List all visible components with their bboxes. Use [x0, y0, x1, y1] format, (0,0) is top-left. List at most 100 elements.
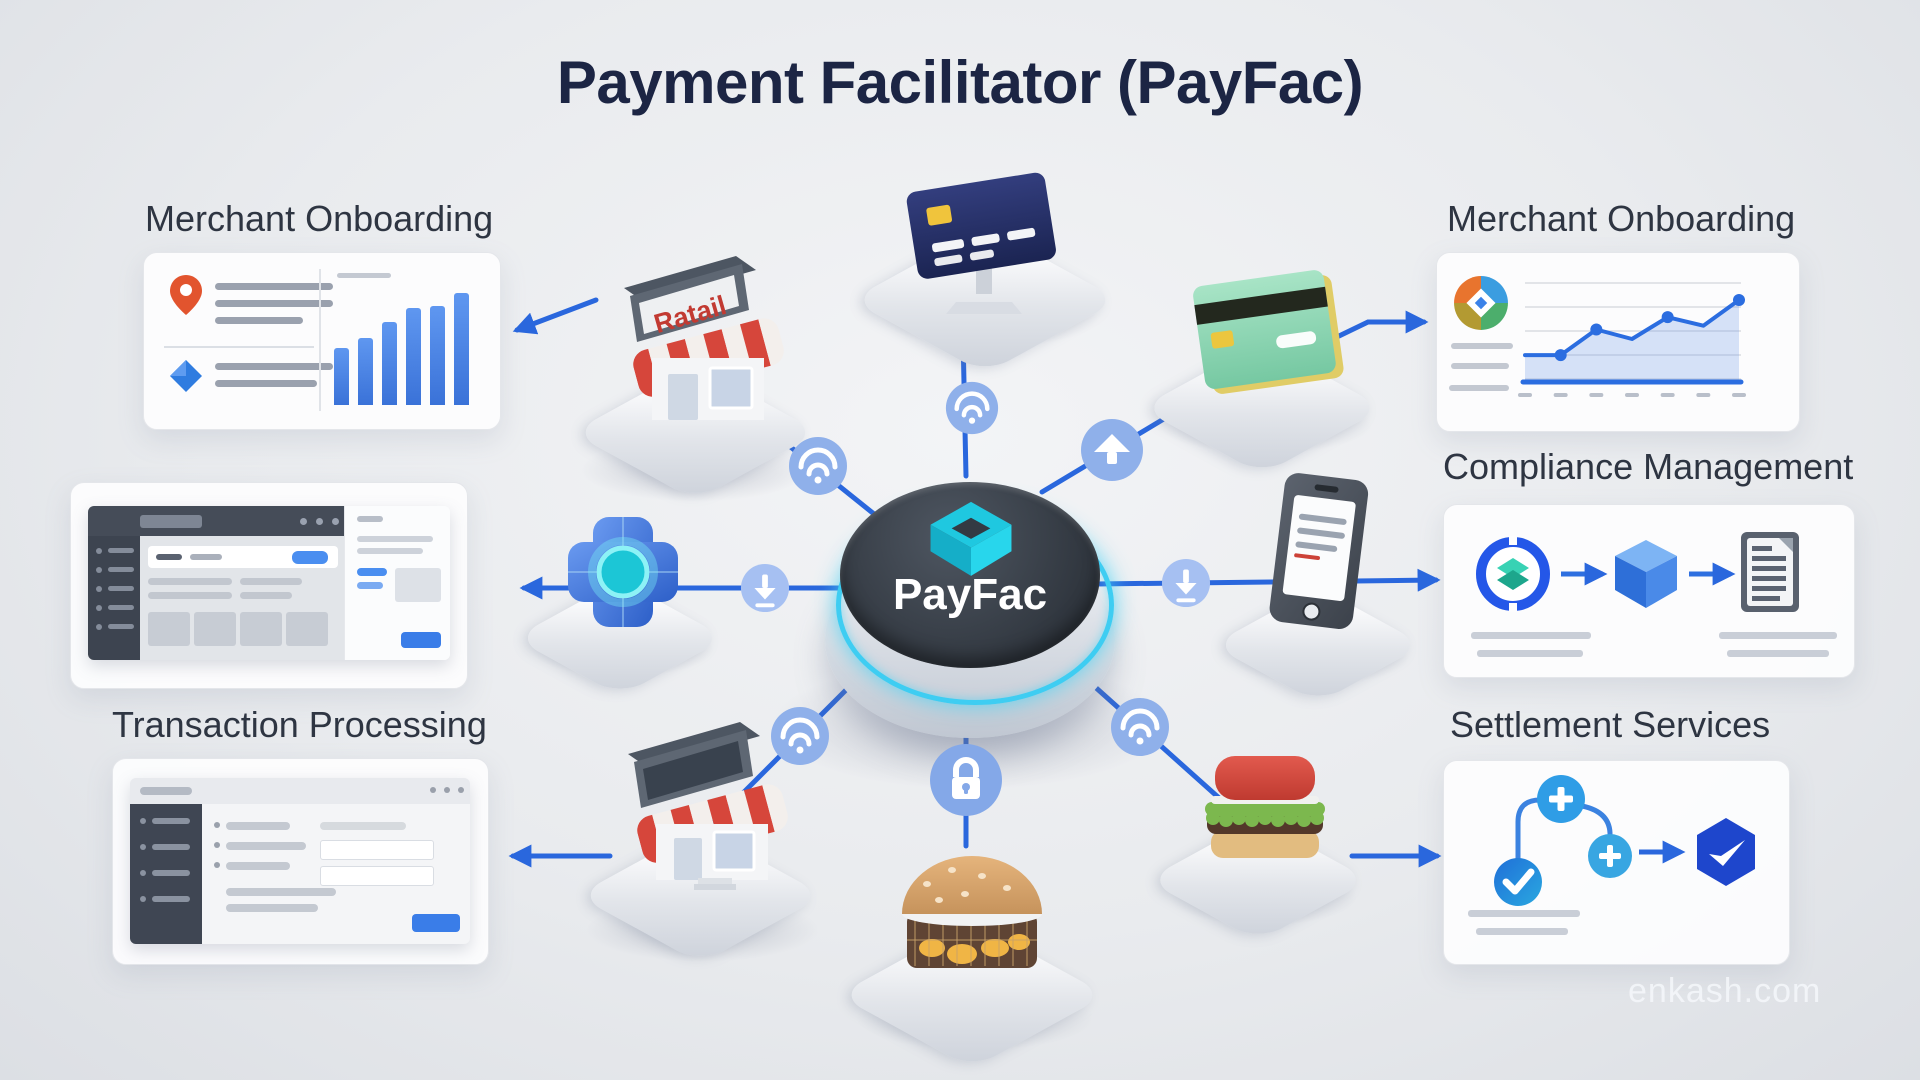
mockup-sidebar: [130, 804, 202, 944]
smartphone-icon: [1269, 473, 1369, 630]
download-icon: [1161, 558, 1211, 608]
layers-check-icon: [1497, 558, 1529, 578]
text-line: [215, 300, 333, 307]
upload-icon: [1081, 419, 1143, 481]
flow-curve: [1581, 803, 1613, 837]
compliance-flow: [1471, 532, 1837, 657]
lock-icon: [930, 744, 1002, 816]
wifi-icon: [789, 437, 847, 495]
caption-line: [1449, 385, 1509, 391]
row-line: [148, 578, 232, 585]
window-dot: [430, 787, 436, 793]
bullet-dot: [214, 842, 220, 848]
caption-line: [1476, 928, 1568, 935]
window-dot: [300, 518, 307, 525]
mockup-main: [140, 536, 344, 660]
window-dot: [316, 518, 323, 525]
text-line: [215, 363, 333, 370]
sidebar-dot: [96, 567, 102, 573]
sidebar-line: [152, 896, 190, 902]
bar: [382, 322, 397, 405]
caption-line: [1471, 632, 1591, 639]
flow-curve: [1515, 797, 1541, 864]
toggle-pill: [292, 551, 328, 564]
mockup-tab: [140, 515, 202, 528]
burger-kiosk-icon: [902, 856, 1042, 968]
bar: [334, 348, 349, 405]
caption-line: [1451, 363, 1509, 369]
panel-button: [401, 632, 441, 648]
bar: [454, 292, 469, 405]
panel-box: [395, 568, 441, 602]
topbar-line: [140, 787, 192, 795]
tile: [148, 612, 190, 646]
burger-icon: [1205, 756, 1325, 858]
sidebar-dot: [140, 870, 146, 876]
cube-icon: [1615, 540, 1677, 608]
sidebar-dot: [140, 818, 146, 824]
download-icon: [740, 563, 790, 613]
text-line: [215, 283, 333, 290]
line-chart: [1518, 282, 1746, 397]
sidebar-line: [152, 870, 190, 876]
text-line: [215, 380, 317, 387]
row-line: [240, 592, 292, 599]
layers-diamond-icon: [170, 360, 202, 392]
bar: [358, 337, 373, 405]
credit-card-display-icon: [906, 172, 1056, 314]
bullet-dot: [214, 822, 220, 828]
text-line: [215, 317, 303, 324]
row-line: [226, 888, 336, 896]
tile: [240, 612, 282, 646]
sidebar-line: [108, 624, 134, 629]
location-pin-icon: [170, 275, 202, 315]
row-line: [148, 592, 232, 599]
row-line: [156, 554, 182, 560]
sidebar-dot: [140, 844, 146, 850]
form-input: [320, 866, 434, 886]
caption-line: [1477, 650, 1583, 657]
mockup-topbar: [88, 506, 344, 536]
row-line: [226, 862, 290, 870]
row-line: [226, 822, 290, 830]
watermark: enkash.com: [1628, 972, 1822, 1010]
label-merchant-onboarding-left: Merchant Onboarding: [145, 198, 494, 239]
document-icon: [1741, 532, 1799, 612]
retail-store-icon: Ratail: [624, 256, 788, 420]
sidebar-line: [152, 844, 190, 850]
window-dot: [458, 787, 464, 793]
caption-line: [1451, 343, 1513, 349]
wifi-icon: [1111, 698, 1169, 756]
merchant-onboarding-left-card: [143, 252, 501, 430]
caption-line: [1468, 910, 1580, 917]
sidebar-line: [152, 818, 190, 824]
sidebar-line: [108, 567, 134, 572]
row-line: [226, 904, 318, 912]
sidebar-dot: [96, 548, 102, 554]
tile: [194, 612, 236, 646]
sidebar-line: [108, 548, 134, 553]
transaction-mockup: [130, 778, 470, 944]
panel-blue-pill: [357, 568, 387, 576]
bullet-dot: [214, 862, 220, 868]
settlement-hexagon-icon: [1697, 818, 1755, 886]
cube-logo-icon: [930, 501, 1012, 576]
form-input: [320, 840, 434, 860]
credit-card-icon: [1193, 270, 1344, 394]
panel-line: [357, 548, 423, 554]
dashboard-mockup: [88, 506, 450, 660]
chart-caption-line: [337, 273, 391, 278]
sidebar-dot: [140, 896, 146, 902]
row-line: [190, 554, 222, 560]
divider: [164, 346, 314, 348]
sidebar-line: [108, 586, 134, 591]
hub-label: PayFac: [892, 570, 1048, 619]
row-line: [240, 578, 302, 585]
caption-line: [1719, 632, 1837, 639]
label-compliance-management: Compliance Management: [1443, 446, 1854, 487]
divider: [319, 269, 321, 411]
wifi-icon: [771, 707, 829, 765]
settlement-flow: [1468, 775, 1755, 935]
bar: [406, 308, 421, 405]
